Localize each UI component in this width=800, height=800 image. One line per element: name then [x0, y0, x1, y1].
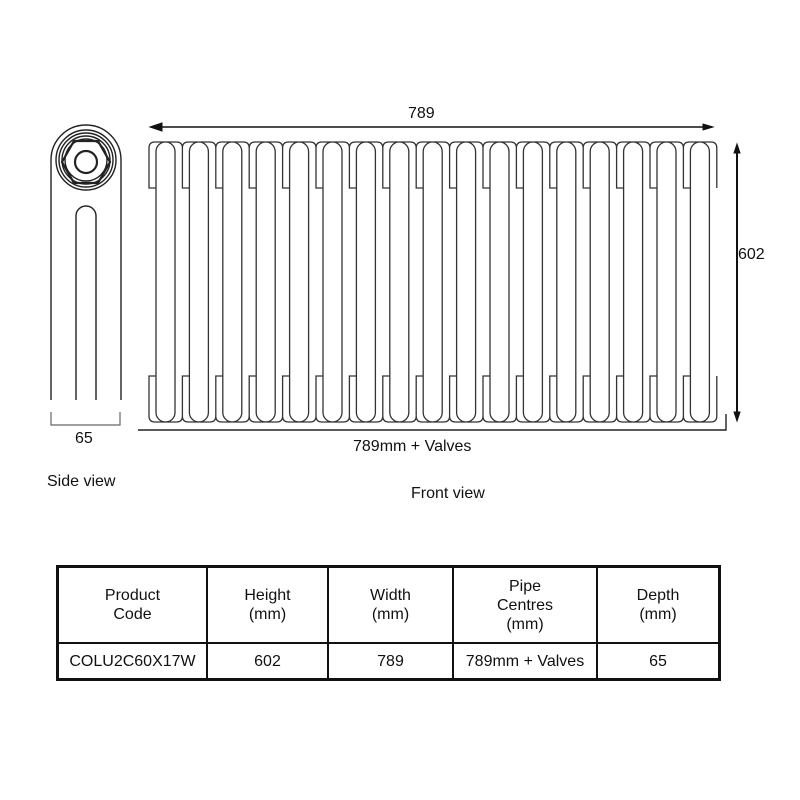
header-height: Height (mm): [206, 565, 329, 644]
header-pipe-centres: Pipe Centres (mm): [452, 565, 598, 644]
spec-table: Product Code Height (mm) Width (mm) Pipe…: [56, 565, 721, 681]
width-dimension-arrow: [148, 122, 715, 132]
cell-height: 602: [206, 642, 329, 681]
front-view-title: Front view: [411, 485, 485, 502]
radiator-column: [148, 141, 718, 423]
radiator-columns: [148, 141, 718, 423]
table-header-row: Product Code Height (mm) Width (mm) Pipe…: [56, 565, 721, 644]
header-product-code: Product Code: [56, 565, 208, 644]
pipe-centres-label: 789mm + Valves: [353, 438, 472, 455]
table-row: COLU2C60X17W 602 789 789mm + Valves 65: [56, 642, 721, 681]
header-width: Width (mm): [327, 565, 454, 644]
width-label: 789: [408, 105, 435, 122]
height-dimension-arrow: [733, 142, 741, 423]
cell-pipe-centres: 789mm + Valves: [452, 642, 598, 681]
cell-width: 789: [327, 642, 454, 681]
height-label: 602: [738, 246, 765, 263]
side-view-drawing: [50, 124, 122, 426]
depth-label: 65: [75, 430, 93, 447]
header-depth: Depth (mm): [596, 565, 721, 644]
radiator-drawing: [50, 122, 741, 431]
side-view-title: Side view: [47, 473, 116, 490]
cell-depth: 65: [596, 642, 721, 681]
cell-product-code: COLU2C60X17W: [56, 642, 208, 681]
pipe-centres-bracket: [138, 414, 727, 431]
